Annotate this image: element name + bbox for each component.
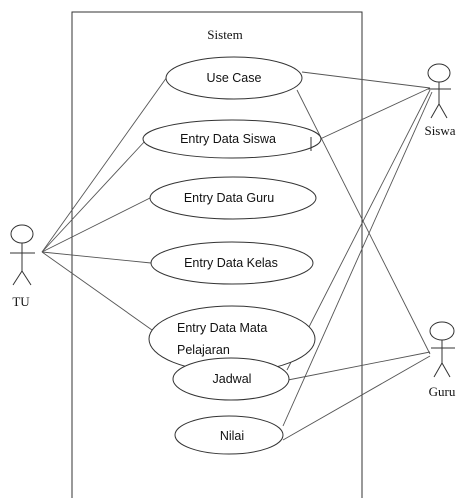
use-case-label: Nilai	[220, 429, 244, 443]
use-case-ellipse[interactable]	[142, 119, 322, 159]
system-boundary-box	[71, 11, 363, 498]
use-case-entry-data-siswa[interactable]: Entry Data Siswa	[142, 119, 322, 159]
use-case-ellipse[interactable]	[174, 415, 284, 455]
assoc-siswa-use-case	[301, 71, 431, 89]
use-case-entry-data-kelas[interactable]: Entry Data Kelas	[150, 241, 314, 285]
use-case-jadwal[interactable]: Jadwal	[172, 357, 290, 401]
use-case-nilai[interactable]: Nilai	[174, 415, 284, 455]
assoc-tu-use-case	[41, 76, 168, 253]
actor-figure-icon	[10, 224, 35, 286]
use-case-label: Entry Data Siswa	[180, 132, 276, 146]
actor-guru[interactable]: Guru	[429, 321, 456, 399]
assoc-tu-entry-mapel	[41, 251, 153, 331]
use-case-use-case[interactable]: Use Case	[165, 56, 303, 100]
use-cases: Use Case Entry Data Siswa Entry Data Gur…	[142, 56, 322, 455]
assoc-guru-use-case	[296, 89, 431, 355]
actor-label: Guru	[429, 384, 456, 399]
assoc-guru-nilai	[282, 355, 431, 441]
use-case-label: Entry Data Kelas	[184, 256, 278, 270]
assoc-tu-entry-kelas	[41, 251, 152, 264]
system-title: Sistem	[207, 27, 242, 42]
actor-tu[interactable]: TU	[10, 224, 35, 309]
use-case-label-line1: Entry Data Mata	[177, 321, 267, 335]
actor-label: Siswa	[424, 123, 455, 138]
use-case-ellipse[interactable]	[149, 176, 317, 220]
assoc-siswa-jadwal	[286, 89, 431, 371]
system-boundary: Sistem	[71, 11, 363, 498]
actor-label: TU	[12, 294, 30, 309]
use-case-ellipse[interactable]	[150, 241, 314, 285]
use-case-label: Jadwal	[213, 372, 252, 386]
use-case-label-line2: Pelajaran	[177, 343, 230, 357]
assoc-tu-entry-siswa	[41, 140, 146, 253]
associations	[41, 71, 433, 441]
assoc-siswa-nilai	[282, 91, 433, 427]
use-case-entry-data-guru[interactable]: Entry Data Guru	[149, 176, 317, 220]
use-case-ellipse[interactable]	[172, 357, 290, 401]
actor-siswa[interactable]: Siswa	[424, 63, 456, 138]
assoc-siswa-entry-siswa	[317, 87, 431, 141]
use-case-label: Entry Data Guru	[184, 191, 274, 205]
actor-figure-icon	[429, 321, 455, 378]
use-case-ellipse[interactable]	[165, 56, 303, 100]
assoc-tu-entry-guru	[41, 197, 151, 253]
assoc-guru-jadwal	[287, 351, 431, 381]
actor-figure-icon	[427, 63, 451, 119]
use-case-label: Use Case	[207, 71, 262, 85]
